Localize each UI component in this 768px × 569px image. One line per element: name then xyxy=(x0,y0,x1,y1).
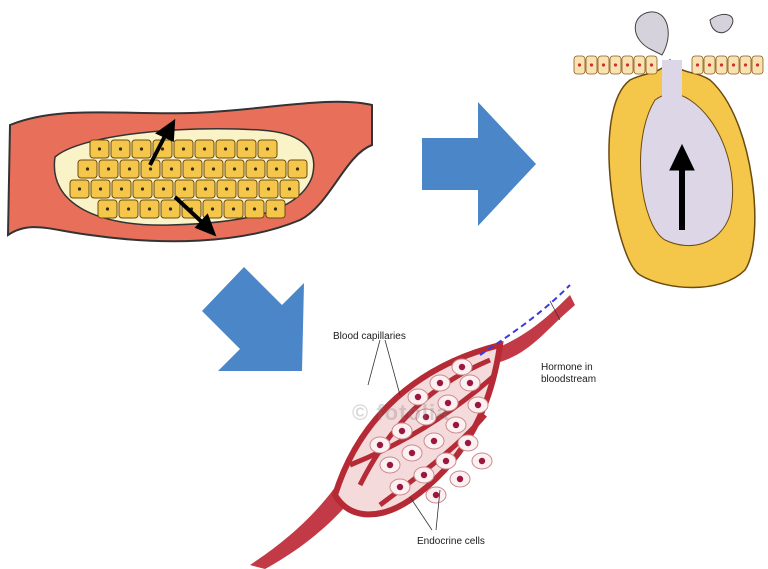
cell-nucleus xyxy=(254,167,257,170)
cell-nucleus xyxy=(148,207,151,210)
cell-nucleus xyxy=(465,440,471,446)
cell-nucleus xyxy=(708,63,711,66)
cell-nucleus xyxy=(475,402,481,408)
cell-nucleus xyxy=(224,147,227,150)
cell-nucleus xyxy=(696,63,699,66)
exocrine-gland-illustration xyxy=(570,0,768,300)
cell-nucleus xyxy=(246,187,249,190)
cell-nucleus xyxy=(106,207,109,210)
epithelial-origin-illustration xyxy=(0,85,380,255)
hormone-in-bloodstream-label: Hormone in bloodstream xyxy=(541,362,611,386)
cell-nucleus xyxy=(233,167,236,170)
cell-nucleus xyxy=(399,428,405,434)
cell-nucleus xyxy=(626,63,629,66)
cell-nucleus xyxy=(98,147,101,150)
cell-nucleus xyxy=(590,63,593,66)
cell-nucleus xyxy=(732,63,735,66)
cell-nucleus xyxy=(245,147,248,150)
cell-nucleus xyxy=(141,187,144,190)
cell-nucleus xyxy=(467,380,473,386)
cell-nucleus xyxy=(107,167,110,170)
cell-nucleus xyxy=(78,187,81,190)
cell-nucleus xyxy=(86,167,89,170)
cell-nucleus xyxy=(578,63,581,66)
cell-nucleus xyxy=(149,167,152,170)
cell-nucleus xyxy=(431,438,437,444)
cell-nucleus xyxy=(191,167,194,170)
cell-nucleus xyxy=(421,472,427,478)
cell-nucleus xyxy=(443,458,449,464)
cell-nucleus xyxy=(638,63,641,66)
cell-nucleus xyxy=(211,207,214,210)
cell-nucleus xyxy=(650,63,653,66)
cell-nucleus xyxy=(99,187,102,190)
cell-nucleus xyxy=(409,450,415,456)
cell-nucleus xyxy=(479,458,485,464)
cell-nucleus xyxy=(274,207,277,210)
endocrine-cells-label: Endocrine cells xyxy=(417,536,485,548)
cell-nucleus xyxy=(457,476,463,482)
cell-nucleus xyxy=(720,63,723,66)
cell-nucleus xyxy=(232,207,235,210)
cell-nucleus xyxy=(212,167,215,170)
cell-nucleus xyxy=(182,147,185,150)
cell-nucleus xyxy=(267,187,270,190)
cell-nucleus xyxy=(453,422,459,428)
cell-nucleus xyxy=(387,462,393,468)
cell-nucleus xyxy=(253,207,256,210)
cell-nucleus xyxy=(128,167,131,170)
cell-nucleus xyxy=(459,364,465,370)
cell-nucleus xyxy=(161,147,164,150)
cell-nucleus xyxy=(225,187,228,190)
cell-nucleus xyxy=(433,492,439,498)
cell-nucleus xyxy=(162,187,165,190)
cell-nucleus xyxy=(127,207,130,210)
cell-nucleus xyxy=(119,147,122,150)
cell-nucleus xyxy=(744,63,747,66)
cell-nucleus xyxy=(602,63,605,66)
cell-nucleus xyxy=(756,63,759,66)
cell-nucleus xyxy=(437,380,443,386)
cell-nucleus xyxy=(140,147,143,150)
cell-nucleus xyxy=(120,187,123,190)
cell-nucleus xyxy=(288,187,291,190)
cell-nucleus xyxy=(296,167,299,170)
fotolia-watermark: © fotolia xyxy=(352,400,449,426)
cell-nucleus xyxy=(204,187,207,190)
cell-nucleus xyxy=(169,207,172,210)
cell-nucleus xyxy=(377,442,383,448)
cell-nucleus xyxy=(266,147,269,150)
cell-nucleus xyxy=(397,484,403,490)
cell-nucleus xyxy=(203,147,206,150)
blood-capillaries-label: Blood capillaries xyxy=(333,331,406,343)
cell-nucleus xyxy=(170,167,173,170)
cell-nucleus xyxy=(275,167,278,170)
cell-nucleus xyxy=(614,63,617,66)
cell-nucleus xyxy=(183,187,186,190)
arrow-right-icon xyxy=(420,100,540,230)
